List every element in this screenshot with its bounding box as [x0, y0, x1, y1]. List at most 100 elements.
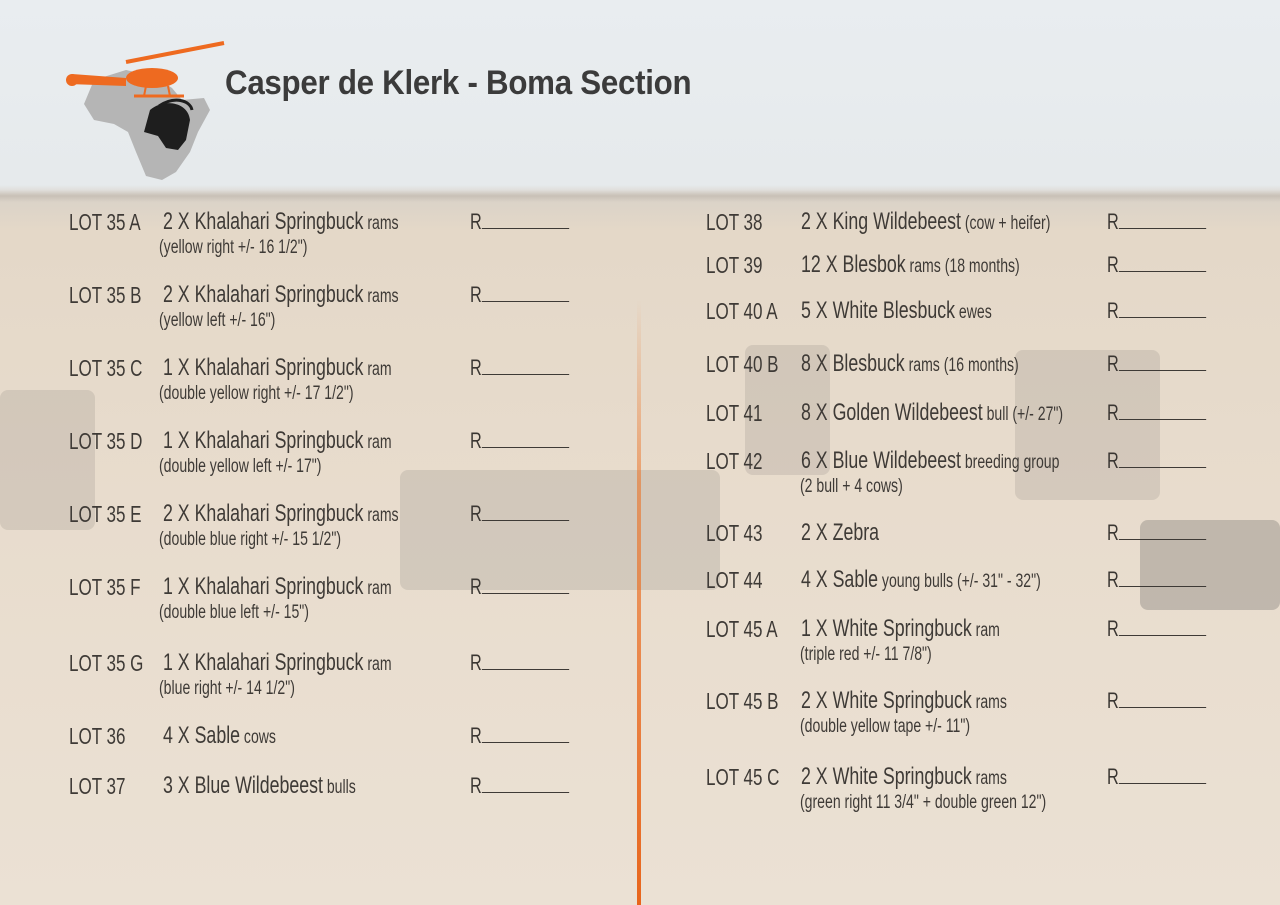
price-blank-line[interactable]	[1118, 449, 1207, 468]
lot-description: 4 X Sable young bulls (+/- 31" - 32")	[801, 568, 1041, 594]
lot-detail: rams (16 months)	[904, 355, 1019, 376]
lot-description: 2 X Khalahari Springbuck rams	[163, 283, 399, 309]
lot-note: (yellow right +/- 16 1/2")	[159, 237, 308, 258]
lot-animal: 2 X King Wildebeest	[801, 208, 961, 235]
lot-note: (2 bull + 4 cows)	[800, 476, 903, 497]
background-truck	[745, 345, 830, 475]
currency-label: R	[470, 355, 482, 380]
lot-number: LOT 41	[706, 400, 763, 426]
lot-animal: 2 X Khalahari Springbuck	[163, 500, 364, 527]
background-vehicle	[1140, 520, 1280, 610]
bid-price-field[interactable]: R	[470, 282, 570, 307]
lot-animal: 4 X Sable	[163, 722, 241, 749]
lot-animal: 4 X Sable	[801, 566, 879, 593]
lot-detail: ram	[363, 654, 392, 675]
price-blank-line[interactable]	[481, 774, 570, 793]
currency-label: R	[1107, 209, 1119, 234]
bid-price-field[interactable]: R	[1107, 688, 1207, 713]
price-blank-line[interactable]	[1118, 617, 1207, 636]
lot-note: (green right 11 3/4" + double green 12")	[800, 792, 1047, 813]
background-truck	[0, 390, 95, 530]
lot-number: LOT 39	[706, 252, 763, 278]
price-blank-line[interactable]	[481, 575, 570, 594]
bid-price-field[interactable]: R	[470, 502, 570, 526]
bid-price-field[interactable]: R	[1107, 352, 1207, 376]
currency-label: R	[1107, 764, 1119, 789]
background-helicopter	[400, 470, 720, 590]
lot-animal: 12 X Blesbok	[801, 251, 906, 278]
lot-number: LOT 45 A	[706, 616, 778, 642]
bid-price-field[interactable]: R	[1107, 764, 1207, 789]
price-blank-line[interactable]	[1118, 352, 1207, 371]
price-blank-line[interactable]	[481, 356, 570, 375]
lot-note: (double yellow tape +/- 11")	[800, 716, 971, 737]
bid-price-field[interactable]: R	[1107, 568, 1207, 592]
lot-animal: 1 X Khalahari Springbuck	[163, 573, 364, 600]
lot-description: 3 X Blue Wildebeest bulls	[163, 774, 356, 800]
lot-animal: 1 X Khalahari Springbuck	[163, 427, 364, 454]
lot-detail: ewes	[954, 302, 992, 323]
center-divider-line	[637, 300, 641, 905]
currency-label: R	[1107, 400, 1119, 425]
lot-animal: 8 X Golden Wildebeest	[801, 399, 983, 426]
lot-number: LOT 35 D	[69, 428, 143, 454]
lot-number: LOT 37	[69, 773, 126, 799]
bid-price-field[interactable]: R	[470, 355, 570, 380]
bid-price-field[interactable]: R	[1107, 400, 1207, 425]
currency-label: R	[1107, 520, 1119, 545]
lot-animal: 1 X Khalahari Springbuck	[163, 354, 364, 381]
currency-label: R	[1107, 252, 1119, 277]
currency-label: R	[1107, 688, 1119, 713]
currency-label: R	[470, 282, 482, 307]
lot-detail: rams (18 months)	[905, 256, 1020, 277]
currency-label: R	[470, 773, 482, 798]
lot-description: 5 X White Blesbuck ewes	[801, 299, 992, 325]
bid-price-field[interactable]: R	[1107, 617, 1207, 641]
price-blank-line[interactable]	[1118, 568, 1207, 587]
currency-label: R	[470, 574, 482, 599]
bid-price-field[interactable]: R	[1107, 449, 1207, 473]
lot-note: (blue right +/- 14 1/2")	[159, 678, 295, 699]
bid-price-field[interactable]: R	[1107, 252, 1207, 277]
lot-number: LOT 45 C	[706, 764, 780, 790]
lot-detail: ram	[363, 432, 392, 453]
price-blank-line[interactable]	[1118, 765, 1207, 784]
lot-detail: (cow + heifer)	[960, 213, 1051, 234]
price-blank-line[interactable]	[1118, 401, 1207, 420]
lot-number: LOT 35 E	[69, 501, 142, 527]
price-blank-line[interactable]	[481, 724, 570, 743]
lot-note: (double blue right +/- 15 1/2")	[159, 529, 342, 550]
lot-detail: rams	[971, 692, 1007, 713]
price-blank-line[interactable]	[481, 210, 570, 229]
lot-detail: cows	[240, 727, 276, 748]
lot-detail: ram	[971, 620, 1000, 641]
lot-detail: rams	[363, 213, 399, 234]
lot-description: 2 X Zebra	[801, 521, 879, 545]
bid-price-field[interactable]: R	[1107, 299, 1207, 323]
bid-price-field[interactable]: R	[1107, 520, 1207, 545]
bid-price-field[interactable]: R	[470, 428, 570, 453]
price-blank-line[interactable]	[1118, 689, 1207, 708]
bid-price-field[interactable]: R	[470, 574, 570, 599]
bid-price-field[interactable]: R	[470, 651, 570, 675]
bid-price-field[interactable]: R	[1107, 209, 1207, 234]
price-blank-line[interactable]	[1118, 521, 1207, 540]
bid-price-field[interactable]: R	[470, 210, 570, 234]
price-blank-line[interactable]	[1118, 210, 1207, 229]
price-blank-line[interactable]	[481, 283, 570, 302]
lot-animal: 5 X White Blesbuck	[801, 297, 955, 324]
price-blank-line[interactable]	[481, 651, 570, 670]
lot-detail: breeding group	[960, 452, 1060, 473]
price-blank-line[interactable]	[481, 429, 570, 448]
price-blank-line[interactable]	[1118, 299, 1207, 318]
lot-description: 4 X Sable cows	[163, 724, 276, 750]
lot-animal: 2 X Khalahari Springbuck	[163, 281, 364, 308]
currency-label: R	[470, 428, 482, 453]
price-blank-line[interactable]	[1118, 253, 1207, 272]
bid-price-field[interactable]: R	[470, 773, 570, 798]
page-title: Casper de Klerk - Boma Section	[225, 64, 692, 102]
bid-price-field[interactable]: R	[470, 724, 570, 748]
lot-animal: 2 X White Springbuck	[801, 687, 972, 714]
price-blank-line[interactable]	[481, 502, 570, 521]
lot-number: LOT 45 B	[706, 688, 779, 714]
